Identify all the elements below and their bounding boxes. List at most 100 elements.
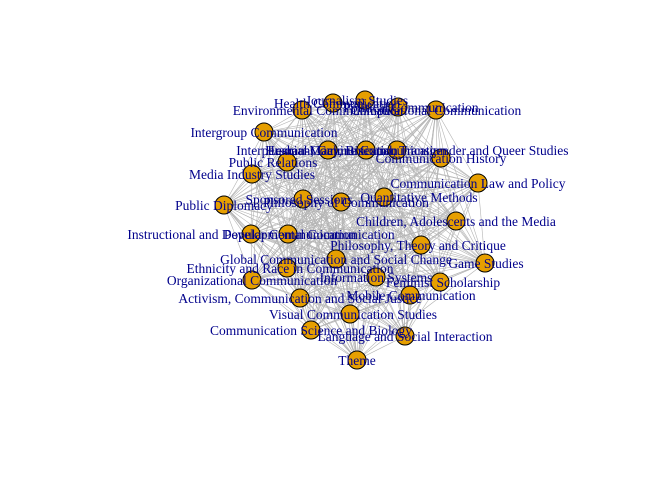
edge [299,276,377,299]
node[interactable] [242,164,262,184]
node[interactable] [242,270,262,290]
edge [302,198,457,222]
edge [251,109,303,175]
node[interactable] [426,100,446,120]
node[interactable] [318,140,338,160]
node[interactable] [301,320,321,340]
node[interactable] [388,97,408,117]
edge [223,106,399,206]
edge [349,220,457,315]
node[interactable] [374,187,394,207]
edge [250,233,406,337]
edge [420,244,486,264]
edge [286,161,411,296]
edge [286,267,411,296]
node[interactable] [241,224,261,244]
node[interactable] [387,140,407,160]
node[interactable] [356,140,376,160]
edge [287,149,398,235]
node[interactable] [475,253,495,273]
edge [250,233,312,331]
node[interactable] [400,285,420,305]
node-label: Visual Communication Studies [269,307,437,322]
node[interactable] [431,148,451,168]
node-label: Lesbian, Gay, Bisexual, Transgender and … [268,143,569,158]
edge [396,149,406,337]
edge [383,196,422,246]
node[interactable] [278,224,298,244]
edge [299,294,411,299]
node[interactable] [395,326,415,346]
edge [250,233,351,315]
edge [302,198,337,260]
edge [286,201,342,269]
edge [286,149,398,163]
node[interactable] [355,90,375,110]
node[interactable] [254,122,274,142]
edge [310,329,406,337]
edge [286,161,441,283]
node[interactable] [277,152,297,172]
node[interactable] [468,173,488,193]
edge [286,267,441,283]
node[interactable] [347,350,367,370]
edge [375,276,441,283]
node[interactable] [340,304,360,324]
node-label: Public Diplomacy [175,198,273,213]
edge [439,220,457,283]
node-label: Communication History [376,151,507,166]
edge [404,182,479,337]
edge [251,279,312,331]
node-label: Feminist Scholarship [386,275,501,290]
edge [223,157,442,206]
edge [251,198,304,281]
edge [340,201,457,222]
edge [396,149,422,246]
edge [349,294,411,315]
edge [440,157,486,264]
edge [365,109,437,151]
edge [335,149,398,260]
node[interactable] [430,272,450,292]
edge [286,106,399,163]
edge [301,106,399,111]
edge [383,196,406,337]
node[interactable] [326,249,346,269]
node[interactable] [323,93,343,113]
edge [327,106,399,151]
edge [286,267,406,337]
edge [340,201,422,246]
node[interactable] [446,211,466,231]
edge [310,201,342,331]
edge [396,149,486,264]
edge [375,276,406,337]
edge [251,106,399,281]
edge [332,102,442,159]
edge [286,157,442,163]
edge [286,161,457,222]
node[interactable] [290,288,310,308]
node[interactable] [366,267,386,287]
node[interactable] [277,258,297,278]
node[interactable] [214,195,234,215]
edge [349,196,385,315]
node[interactable] [292,100,312,120]
edge [250,99,366,235]
edge [349,281,441,315]
edge [435,109,441,283]
node-label: Journalism Studies [306,93,408,108]
edge [287,233,312,331]
edge-layer [223,99,486,361]
edge [287,201,342,235]
edge [287,220,457,235]
edge [263,131,385,198]
node[interactable] [411,235,431,255]
node[interactable] [331,192,351,212]
node[interactable] [293,189,313,209]
edge [383,109,437,198]
node-label: Theme [338,353,375,368]
edge [332,102,479,184]
edge [250,233,377,278]
edge [250,201,342,235]
edge [286,161,342,203]
